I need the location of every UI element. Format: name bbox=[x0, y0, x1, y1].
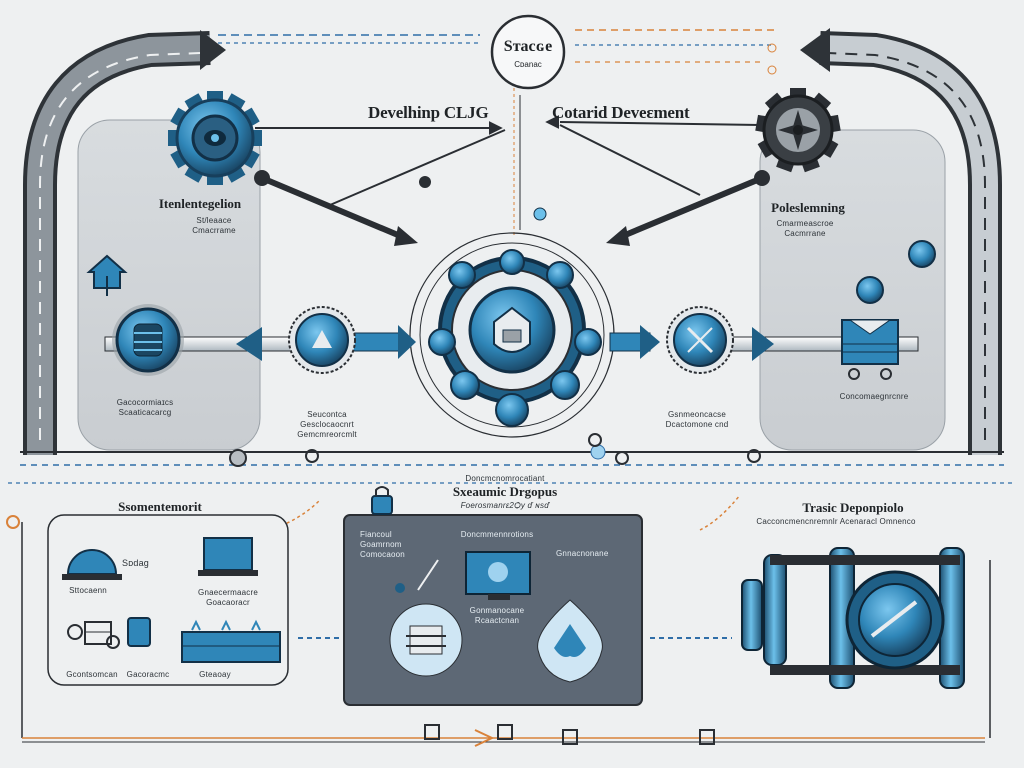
small-node-icon bbox=[908, 240, 936, 268]
bottom-right-subtitle: Cacconcmencnremnlr Acenaracl Omnenco bbox=[756, 517, 916, 526]
center-right-node-icon bbox=[666, 306, 734, 374]
bottom-center-top-label: Doncmmennrotions bbox=[460, 530, 534, 539]
bottom-center-left-label2: Goamrnom bbox=[360, 540, 402, 549]
deploy-top-label: Doncmcnomrocatiant bbox=[465, 474, 545, 483]
left-node-caption2: Gesclocaocnrt bbox=[300, 420, 354, 429]
left-panel-sub2: Cmacrrame bbox=[192, 226, 236, 235]
right-diagonal-arrow bbox=[559, 124, 770, 246]
bottom-left-title: Ssomentemorit bbox=[118, 499, 202, 514]
left-side-panel bbox=[77, 119, 261, 451]
bottom-center-right-label: Gnnacnonane bbox=[556, 549, 609, 558]
server-rack-icon bbox=[181, 619, 281, 663]
left-side-node-icon bbox=[112, 304, 184, 376]
hub-title: Sᴛacɢe bbox=[503, 38, 553, 55]
right-panel-sub2: Cacmrrane bbox=[784, 229, 826, 238]
deploy-title: Sxeaumic Drgopus bbox=[452, 484, 558, 499]
right-node-caption1: Gsnmeoncacse bbox=[668, 410, 726, 419]
left-panel-caption2: Scaaticacarcg bbox=[118, 408, 172, 417]
left-diagonal-arrow bbox=[254, 129, 506, 246]
left-node-caption3: Gemcmreorcmlt bbox=[297, 430, 357, 439]
left-curved-arrow bbox=[23, 30, 226, 455]
bottom-right-title: Trasic Deponpiolo bbox=[802, 500, 904, 515]
right-side-panel bbox=[759, 129, 946, 451]
left-panel-sub1: St/leaace bbox=[196, 216, 232, 225]
bottom-center-left-label3: Comocaoon bbox=[360, 550, 405, 559]
chain-link-icons bbox=[229, 433, 761, 467]
bottom-left-item4: Gcontsomcan bbox=[66, 670, 118, 679]
right-panel-caption: Concomaegnrcnre bbox=[839, 392, 909, 401]
bottom-connectors bbox=[6, 482, 1016, 747]
home-icon bbox=[86, 254, 128, 296]
left-panel-caption1: Gacocormiaɪcs bbox=[116, 398, 174, 407]
small-node-icon bbox=[856, 276, 884, 304]
right-machine-icon bbox=[841, 319, 899, 380]
laptop-icon bbox=[198, 537, 258, 576]
storage-box-icon bbox=[127, 617, 151, 647]
blue-gear-icon bbox=[168, 91, 262, 185]
center-left-node-icon bbox=[288, 306, 356, 374]
bottom-left-item5: Gacoracmc bbox=[126, 670, 170, 679]
deploy-subtitle: Foerosmanrɛ2Ѻy ď ɴsď bbox=[460, 501, 550, 510]
cylinder-machine-icon bbox=[741, 547, 965, 689]
chain-icon bbox=[67, 621, 120, 649]
droplet-icon bbox=[537, 599, 603, 683]
hub-subtitle: Cᴅanac bbox=[514, 60, 542, 69]
lock-icon bbox=[371, 486, 393, 515]
bottom-left-stage: Sᴅdag bbox=[122, 558, 149, 568]
top-connector-lines bbox=[218, 29, 777, 75]
bottom-left-item3: Goacaoracr bbox=[206, 598, 250, 607]
left-panel-title: Itenlentegelion bbox=[158, 196, 242, 211]
dome-icon bbox=[62, 549, 122, 580]
bottom-left-item2: Gnaecermaacre bbox=[198, 588, 258, 597]
right-curved-arrow bbox=[800, 28, 1002, 455]
central-engine bbox=[409, 207, 615, 460]
left-heading: Develhinp CLJG bbox=[368, 103, 489, 122]
bottom-left-item6: Gteaoay bbox=[199, 670, 231, 679]
stage-hub bbox=[490, 14, 566, 235]
bottom-center-mid-label1: Gonmanocane bbox=[469, 606, 525, 615]
right-panel-title: Poleslemning bbox=[771, 200, 845, 215]
left-node-caption1: Seucontca bbox=[307, 410, 347, 419]
bottom-center-left-label1: Fiancoul bbox=[360, 530, 392, 539]
right-heading: Cotarid Deveɛment bbox=[552, 103, 690, 122]
bottom-left-item1: Sttocaenn bbox=[69, 586, 107, 595]
bottom-center-mid-label2: Rcaactcnan bbox=[474, 616, 520, 625]
right-panel-sub1: Cmarmeascroe bbox=[776, 219, 834, 228]
dark-gear-icon bbox=[755, 88, 841, 173]
database-icon bbox=[389, 603, 463, 677]
right-node-caption2: Dcactomone cnd bbox=[665, 420, 729, 429]
